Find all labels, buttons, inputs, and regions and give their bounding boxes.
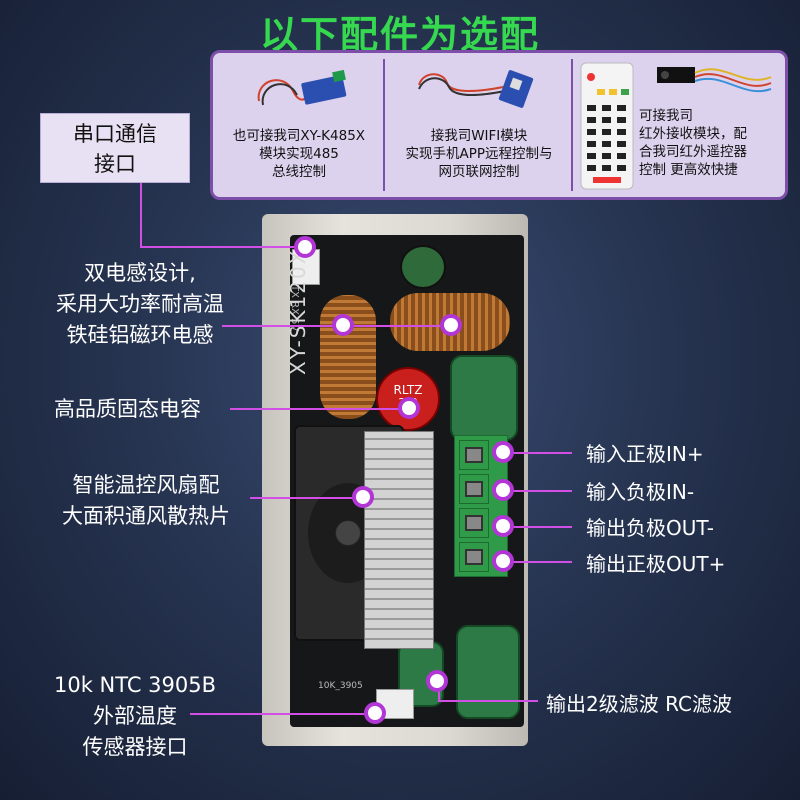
wifi-module-image [418, 70, 534, 108]
callout-line [230, 408, 406, 410]
circuit-board: TX RX 5V XY-SK120X RLTZ 220 10K_3905 [286, 235, 524, 727]
callout-dot [332, 314, 354, 336]
callout-inductor: 双电感设计, 采用大功率耐高温 铁硅铝磁环电感 [40, 258, 240, 351]
callout-out-neg: 输出负极OUT- [586, 516, 714, 540]
page-title: 以下配件为选配 [259, 13, 540, 57]
callout-line [438, 700, 538, 702]
callout-dot [294, 236, 316, 258]
option-wifi-module: 接我司WIFI模块 实现手机APP远程控制与 网页联网控制 [385, 53, 573, 197]
option-divider [383, 59, 385, 191]
callout-line [140, 183, 142, 247]
callout-out-pos: 输出正极OUT+ [586, 552, 726, 576]
callout-dot [492, 550, 514, 572]
ir-receiver-image [657, 67, 772, 93]
callout-text-line: 高品质固态电容 [54, 397, 201, 421]
callout-in-pos: 输入正极IN+ [586, 442, 704, 466]
heat-sink [364, 431, 434, 649]
small-capacitor [400, 245, 446, 289]
option-text-line: 实现手机APP远程控制与 [405, 146, 553, 162]
inductor-left [320, 295, 376, 419]
callout-fan: 智能温控风扇配 大面积通风散热片 [36, 470, 256, 532]
terminal-out-neg [459, 508, 489, 538]
capacitor-brand: RLTZ [393, 383, 423, 397]
ntc-port-silkscreen: 10K_3905 [318, 681, 363, 691]
option-text-line: 网页联网控制 [438, 164, 520, 180]
option-text-line: 模块实现485 [259, 146, 339, 162]
callout-text-line: 外部温度 [93, 704, 177, 728]
callout-line [502, 561, 572, 563]
callout-line [502, 452, 572, 454]
callout-ntc: 10k NTC 3905B 外部温度 传感器接口 [30, 670, 240, 763]
serial-label-line: 串口通信 [73, 122, 157, 146]
callout-text-line: 大面积通风散热片 [62, 504, 230, 528]
callout-text-line: 传感器接口 [82, 735, 188, 759]
callout-capacitor: 高品质固态电容 [54, 394, 234, 425]
ir-remote-image [580, 62, 634, 190]
callout-text-line: 铁硅铝磁环电感 [66, 323, 214, 347]
callout-dot [352, 486, 374, 508]
callout-dot [440, 314, 462, 336]
callout-text-line: 智能温控风扇配 [72, 473, 220, 497]
option-text-line: 也可接我司XY-K485X [232, 128, 366, 144]
terminal-in-neg [459, 474, 489, 504]
screw-icon [465, 515, 483, 531]
option-text-line: 红外接收模块，配 [639, 126, 747, 142]
callout-dot [398, 397, 420, 419]
serial-port-label: 串口通信 接口 [40, 113, 190, 183]
callout-line [502, 490, 572, 492]
callout-text-line: 双电感设计, [84, 261, 196, 285]
callout-dot [492, 479, 514, 501]
callout-filter: 输出2级滤波 RC滤波 [546, 692, 732, 716]
option-divider [571, 59, 573, 191]
callout-line [140, 246, 306, 248]
callout-text-line: 10k NTC 3905B [53, 673, 217, 697]
callout-line [250, 497, 362, 499]
callout-dot [426, 670, 448, 692]
serial-label-line: 接口 [94, 152, 136, 176]
electrolytic-capacitor-top [450, 355, 518, 441]
option-text-line: 合我司红外遥控器 [639, 144, 747, 160]
callout-in-neg: 输入负极IN- [586, 480, 695, 504]
callout-line [190, 713, 376, 715]
option-text-line: 总线控制 [272, 164, 326, 180]
screw-icon [465, 447, 483, 463]
callout-dot [492, 441, 514, 463]
option-text-line: 接我司WIFI模块 [430, 128, 528, 144]
terminal-in-pos [459, 440, 489, 470]
option-ir-module: 可接我司 红外接收模块，配 合我司红外遥控器 控制 更高效快捷 [573, 53, 785, 197]
electrolytic-capacitor-bottom [456, 625, 520, 719]
optional-accessories-panel: 也可接我司XY-K485X 模块实现485 总线控制 接我司WIFI模块 实现手… [210, 50, 788, 200]
callout-text-line: 采用大功率耐高温 [56, 292, 224, 316]
screw-icon [465, 481, 483, 497]
option-text-line: 可接我司 [639, 108, 693, 124]
option-rs485-module: 也可接我司XY-K485X 模块实现485 总线控制 [213, 53, 385, 197]
callout-dot [492, 515, 514, 537]
board-model-silkscreen: XY-SK120X [286, 248, 310, 375]
rs485-module-image [257, 69, 347, 106]
screw-icon [465, 549, 483, 565]
callout-dot [364, 702, 386, 724]
callout-line [502, 526, 572, 528]
terminal-out-pos [459, 542, 489, 572]
option-text-line: 控制 更高效快捷 [639, 162, 738, 178]
